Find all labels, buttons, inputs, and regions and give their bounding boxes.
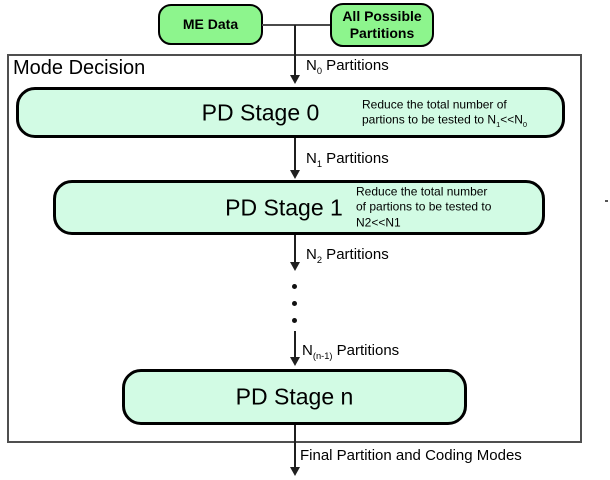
- pd-stage-n-node: PD Stage n: [122, 369, 467, 425]
- stage1-note-line1: Reduce the total number: [356, 184, 488, 199]
- me-data-node: ME Data: [158, 4, 263, 45]
- pd-stage-0-node: PD Stage 0 Reduce the total number of pa…: [16, 87, 565, 138]
- ellipsis-dot-1: [292, 284, 297, 289]
- pd-stage-0-title: PD Stage 0: [201, 99, 320, 125]
- me-data-label: ME Data: [182, 15, 239, 32]
- final-output-label: Final Partition and Coding Modes: [300, 447, 522, 464]
- all-possible-label-line1: All Possible: [342, 7, 422, 24]
- arrow-line-to-stagen: [294, 331, 296, 358]
- stage0-note-mid: <<N: [500, 112, 523, 127]
- n2-label-base: N: [306, 246, 317, 263]
- arrow-line-to-ellipsis: [294, 235, 296, 263]
- n0-partitions-label: N0 Partitions: [306, 57, 389, 76]
- n2-label-sub: 2: [316, 255, 323, 265]
- stage1-note-line2: of partions to be tested to: [356, 199, 492, 214]
- stage0-note-sub2: 0: [522, 119, 528, 129]
- pd-stage-0-note: Reduce the total number of partions to b…: [362, 97, 534, 128]
- arrowhead-to-ellipsis: [290, 262, 300, 271]
- n0-label-sub: 0: [316, 66, 323, 76]
- n2-label-rest: Partitions: [322, 246, 389, 263]
- n1-label-base: N: [306, 150, 317, 167]
- arrowhead-to-stagen: [290, 357, 300, 366]
- mode-decision-title: Mode Decision: [13, 57, 146, 79]
- nn1-label-base: N: [302, 342, 313, 359]
- nn1-partitions-label: N(n-1) Partitions: [302, 342, 400, 361]
- stray-pixel-artifact: [605, 200, 608, 202]
- n0-label-rest: Partitions: [322, 57, 389, 74]
- stage1-note-line3: N2<<N1: [356, 215, 401, 230]
- arrowhead-to-output: [290, 467, 300, 476]
- pd-stage-n-title: PD Stage n: [235, 383, 354, 410]
- n1-label-rest: Partitions: [322, 150, 389, 167]
- arrowhead-to-stage1: [290, 170, 300, 179]
- all-possible-partitions-node: All Possible Partitions: [330, 3, 434, 47]
- stage0-note-sub1: 1: [496, 119, 501, 129]
- pd-stage-1-note: Reduce the total number of partions to b…: [356, 184, 524, 231]
- connector-line: [262, 24, 331, 26]
- n2-partitions-label: N2 Partitions: [306, 246, 389, 265]
- arrow-line-to-stage0: [294, 25, 296, 76]
- arrowhead-to-stage0: [290, 75, 300, 84]
- all-possible-label-line2: Partitions: [349, 25, 415, 41]
- arrow-line-to-output: [294, 425, 296, 468]
- stage0-note-line1: Reduce the total number of: [362, 96, 507, 111]
- n1-label-sub: 1: [316, 159, 323, 169]
- n0-label-base: N: [306, 57, 317, 74]
- pd-stage-1-title: PD Stage 1: [225, 194, 343, 220]
- pd-stage-1-node: PD Stage 1 Reduce the total number of pa…: [53, 180, 545, 235]
- stage0-note-line2-pre: partions to be tested to N: [362, 112, 497, 127]
- arrow-line-to-stage1: [294, 138, 296, 172]
- nn1-label-sub: (n-1): [312, 351, 333, 361]
- ellipsis-dot-2: [292, 301, 297, 306]
- nn1-label-rest: Partitions: [332, 342, 400, 359]
- n1-partitions-label: N1 Partitions: [306, 150, 389, 169]
- ellipsis-dot-3: [292, 318, 297, 323]
